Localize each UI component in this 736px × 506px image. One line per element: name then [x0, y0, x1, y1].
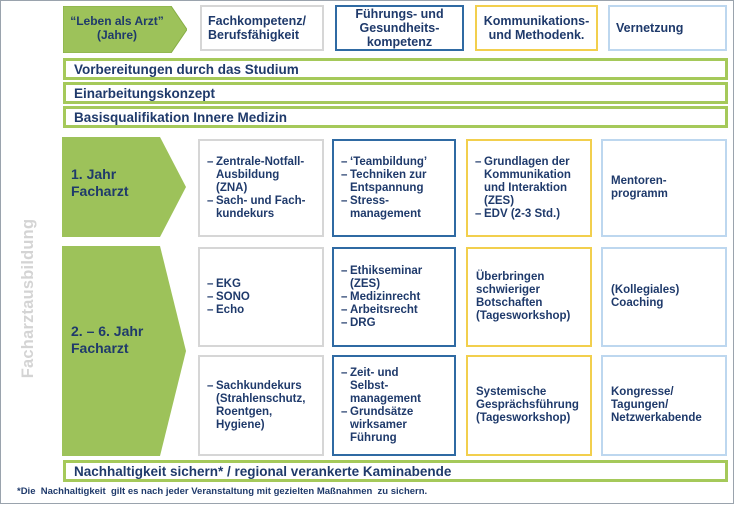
header-col-professional-label: Fachkompetenz/ Berufsfähigkeit — [208, 14, 306, 42]
list-item: Zentrale-Notfall- Ausbildung (ZNA) — [207, 156, 305, 195]
bar-sustainability: Nachhaltigkeit sichern* / regional veran… — [63, 460, 728, 482]
years2to6-professional-cell-1: EKG SONO Echo — [198, 247, 324, 347]
list-item: Sachkundekurs (Strahlenschutz, Roentgen,… — [207, 380, 305, 432]
bar-onboarding-label: Einarbeitungskonzept — [74, 85, 216, 101]
list-item: DRG — [341, 317, 422, 330]
header-col-professional: Fachkompetenz/ Berufsfähigkeit — [200, 5, 324, 51]
list-item: Echo — [207, 304, 250, 317]
life-years-arrow: “Leben als Arzt” (Jahre) — [63, 6, 187, 53]
years2to6-networking-label-2: Kongresse/ Tagungen/ Netzwerkabende — [611, 386, 702, 424]
years2to6-networking-cell-2: Kongresse/ Tagungen/ Netzwerkabende — [601, 355, 727, 456]
years2to6-leadership-cell-1: Ethikseminar (ZES) Medizinrecht Arbeitsr… — [332, 247, 456, 347]
list-item: SONO — [207, 291, 250, 304]
years2to6-communication-label-2: Systemische Gesprächsführung (Tagesworks… — [476, 386, 579, 424]
list-item: Ethikseminar (ZES) — [341, 265, 422, 291]
list-item: EDV (2-3 Std.) — [475, 208, 571, 221]
years2to6-communication-cell-1: Überbringen schwieriger Botschaften (Tag… — [466, 247, 592, 347]
years2to6-communication-label-1: Überbringen schwieriger Botschaften (Tag… — [476, 271, 571, 322]
year1-communication-cell: Grundlagen der Kommunikation und Interak… — [466, 139, 592, 237]
side-label: Facharztausbildung — [19, 218, 38, 378]
header-col-leadership-label: Führungs- und Gesundheits- kompetenz — [355, 7, 444, 49]
header-col-communication: Kommunikations- und Methodenk. — [475, 5, 598, 51]
list-item: Techniken zur Entspannung — [341, 169, 427, 195]
year1-label: 1. Jahr Facharzt — [71, 166, 129, 199]
list-item: Zeit- und Selbst- management — [341, 367, 421, 406]
years2to6-professional-cell-2: Sachkundekurs (Strahlenschutz, Roentgen,… — [198, 355, 324, 456]
header-col-networking-label: Vernetzung — [616, 21, 684, 35]
list-item: Sach- und Fach- kundekurs — [207, 195, 305, 221]
year1-networking-cell: Mentoren- programm — [601, 139, 727, 237]
side-label-container: Facharztausbildung — [14, 148, 44, 448]
list-item: Medizinrecht — [341, 291, 422, 304]
year1-arrow: 1. Jahr Facharzt — [62, 137, 186, 237]
list-item: Grundlagen der Kommunikation und Interak… — [475, 156, 571, 208]
bar-study-preparation-label: Vorbereitungen durch das Studium — [74, 61, 299, 77]
year1-leadership-cell: ‘Teambildung’ Techniken zur Entspannung … — [332, 139, 456, 237]
life-years-label: “Leben als Arzt” (Jahre) — [70, 14, 164, 42]
list-item: Arbeitsrecht — [341, 304, 422, 317]
bar-sustainability-label: Nachhaltigkeit sichern* / regional veran… — [74, 463, 452, 479]
years2to6-communication-cell-2: Systemische Gesprächsführung (Tagesworks… — [466, 355, 592, 456]
bar-basic-qualification: Basisqualifikation Innere Medizin — [63, 106, 728, 128]
arrow-shape — [62, 137, 186, 237]
header-col-leadership: Führungs- und Gesundheits- kompetenz — [335, 5, 464, 51]
list-item: ‘Teambildung’ — [341, 156, 427, 169]
list-item: Grundsätze wirksamer Führung — [341, 406, 421, 445]
year1-networking-label: Mentoren- programm — [611, 175, 668, 200]
bar-onboarding: Einarbeitungskonzept — [63, 82, 728, 104]
footnote: *Die Nachhaltigkeit gilt es nach jeder V… — [17, 486, 428, 497]
list-item: EKG — [207, 278, 250, 291]
years2to6-leadership-cell-2: Zeit- und Selbst- management Grundsätze … — [332, 355, 456, 456]
list-item: Stress- management — [341, 195, 427, 221]
years2to6-networking-label-1: (Kollegiales) Coaching — [611, 284, 680, 309]
header-col-communication-label: Kommunikations- und Methodenk. — [483, 14, 590, 42]
years2to6-label: 2. – 6. Jahr Facharzt — [71, 323, 144, 356]
year1-professional-cell: Zentrale-Notfall- Ausbildung (ZNA) Sach-… — [198, 139, 324, 237]
bar-study-preparation: Vorbereitungen durch das Studium — [63, 58, 728, 80]
bar-basic-qualification-label: Basisqualifikation Innere Medizin — [74, 109, 288, 125]
arrow-shape — [62, 246, 186, 456]
header-col-networking: Vernetzung — [608, 5, 727, 51]
years2to6-networking-cell-1: (Kollegiales) Coaching — [601, 247, 727, 347]
arrow-shape — [63, 6, 187, 53]
years2to6-arrow: 2. – 6. Jahr Facharzt — [62, 246, 186, 456]
